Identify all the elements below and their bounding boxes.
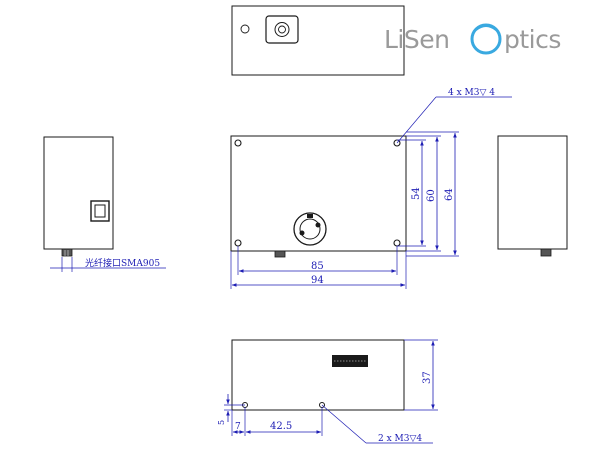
dim-37: 37 [422,371,433,384]
front-view: 54 60 64 85 94 4 x M3▽ 4 [230,88,512,289]
top-view-body [231,5,405,76]
bottom-view: 37 5 7 42.5 2 x M3▽4 [217,339,438,444]
fiber-connector-left [61,248,73,257]
usb-port-icon [90,200,110,222]
dim-60: 60 [426,189,437,202]
dim-94: 94 [311,275,324,286]
mount-hole-icon [234,139,242,147]
sma-port-top-icon [274,22,290,37]
logo-text-lisen: LiSen [384,25,449,54]
led-indicator-icon [240,24,250,34]
power-jack-icon [293,212,327,246]
bottom-holes-callout: 2 x M3▽4 [378,434,422,444]
right-view-body [497,135,568,250]
front-view-body [230,135,407,252]
logo-text-ptics: ptics [504,25,561,54]
right-side-view [497,135,568,257]
bottom-view-body [231,339,405,411]
connector-socket [265,15,299,44]
top-view [231,5,405,76]
left-view-body [43,136,114,250]
fiber-connector-right [540,248,552,257]
front-holes-callout: 4 x M3▽ 4 [448,88,495,98]
dim-7: 7 [235,422,241,432]
dim-5: 5 [217,420,226,425]
connector-header-icon [332,355,368,367]
logo-o-icon [470,23,502,55]
dim-54: 54 [411,187,422,200]
dim-85: 85 [311,261,324,272]
dim-42-5: 42.5 [270,421,292,432]
fiber-port-label: 光纤接口SMA905 [85,257,160,269]
fiber-connector-front [274,250,286,258]
left-side-view: 光纤接口SMA905 [43,136,166,272]
dim-64: 64 [444,188,455,201]
brand-logo: LiSen ptics [384,23,561,55]
